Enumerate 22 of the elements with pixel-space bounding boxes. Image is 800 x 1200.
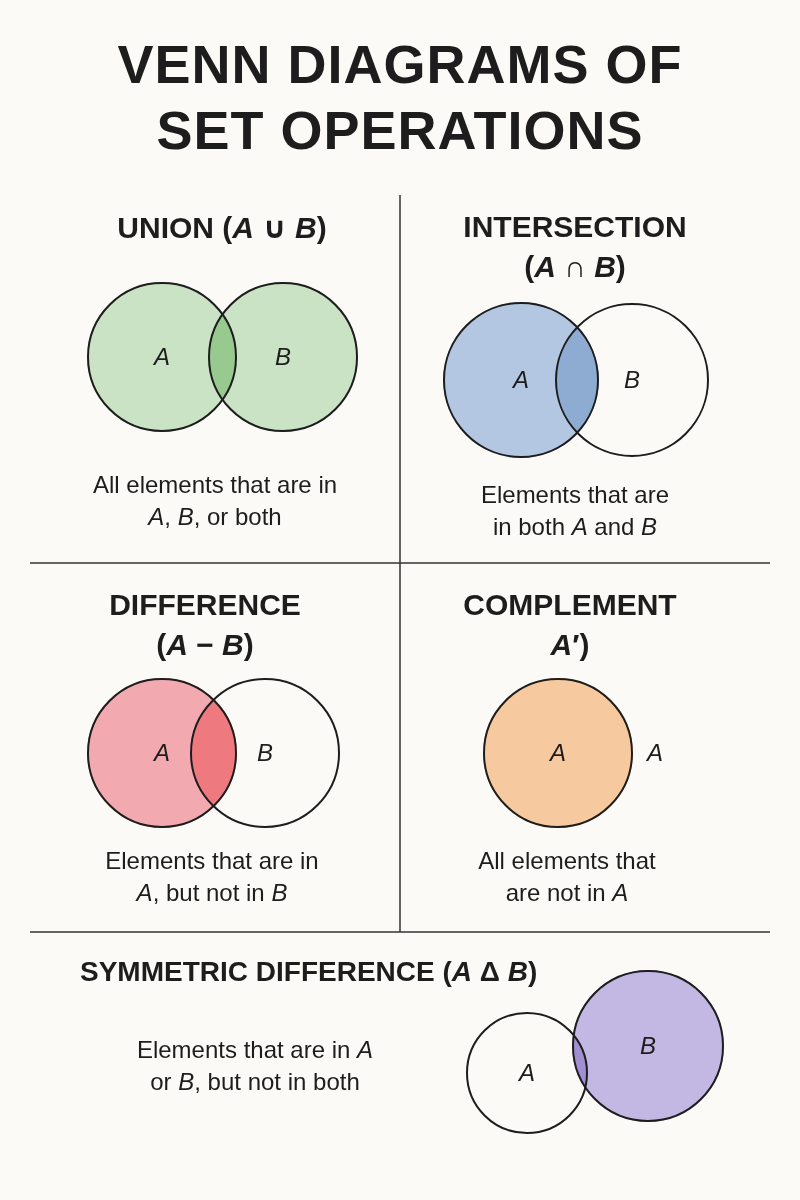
overlap-region [191, 699, 236, 807]
set-letter: A [519, 1059, 535, 1087]
set-letter: A [550, 739, 566, 767]
section-heading: SYMMETRIC DIFFERENCE (A Δ B) [80, 954, 539, 989]
title: VENN DIAGRAMS OF SET OPERATIONS [116, 33, 684, 162]
set-letter: B [257, 739, 273, 767]
set-letter: B [624, 366, 640, 394]
description-text: All elements that are in A, B, or both [92, 470, 338, 532]
set-letter: A [154, 343, 170, 371]
section-heading: UNION (A ∪ B) [116, 210, 328, 247]
set-letter: A [154, 739, 170, 767]
section-heading: COMPLEMENT A′) [462, 587, 678, 663]
description-text: Elements that are in A, but not in B [104, 846, 320, 908]
section-heading: INTERSECTION (A ∩ B) [462, 209, 688, 285]
set-label: A [647, 738, 663, 769]
description-text: Elements that are in both A and B [479, 480, 671, 542]
set-letter: B [275, 343, 291, 371]
description-text: All elements that are not in A [477, 846, 657, 908]
set-letter: B [640, 1032, 656, 1060]
set-letter: A [513, 366, 529, 394]
description-text: Elements that are in A or B, but not in both [135, 1035, 375, 1097]
section-heading: DIFFERENCE (A − B) [108, 587, 302, 663]
